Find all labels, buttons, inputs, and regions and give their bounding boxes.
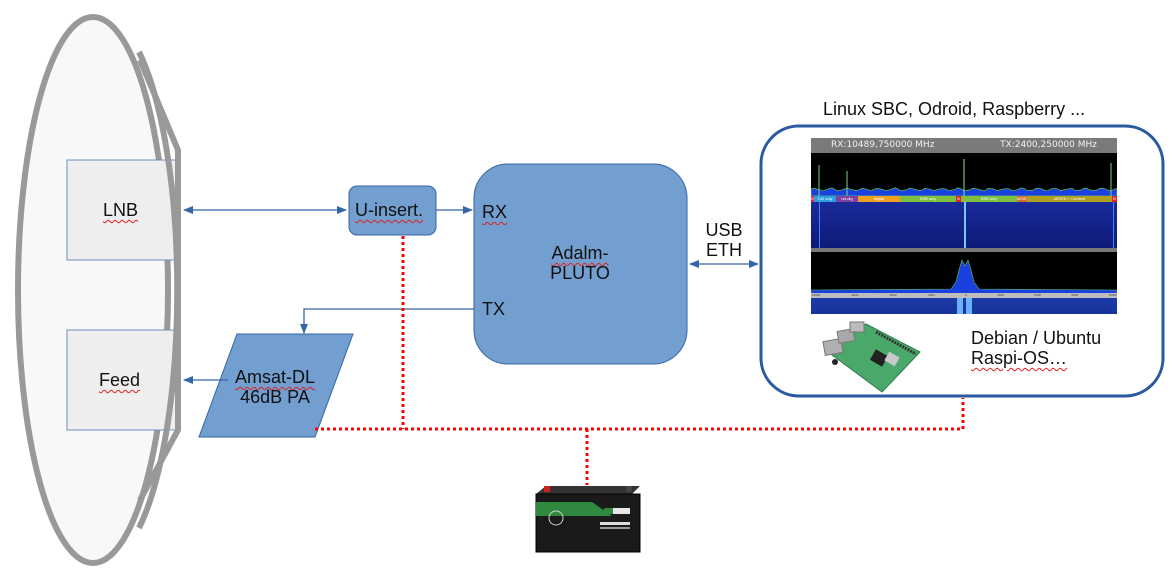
rx-frequency: RX:10489,750000 MHz	[831, 140, 935, 150]
sbc-caption: Linux SBC, Odroid, Raspberry ...	[823, 99, 1086, 119]
waterfall-zoom	[811, 298, 1117, 314]
frequency-axis: -10000 -8000 -6000 -4000 0 4000 6000 8000 10000	[811, 293, 1117, 298]
dish-antenna	[15, 14, 181, 566]
band-segment: MIXED + Contest	[1027, 196, 1112, 202]
spectrum-zoom	[811, 252, 1117, 294]
pa-block	[198, 333, 354, 438]
axis-tick: 10000	[1108, 293, 1117, 297]
pluto-name-line2: PLUTO	[550, 263, 610, 283]
power-wiring	[315, 236, 965, 485]
link-usb-label: USB	[705, 220, 743, 240]
band-segment: MIXED	[1017, 196, 1027, 202]
axis-tick: -4000	[927, 293, 935, 297]
band-segment: SSB only	[961, 196, 1017, 202]
axis-tick: -6000	[888, 293, 897, 297]
link-eth-label: ETH	[706, 240, 742, 260]
pa-label-line2: 46dB PA	[240, 387, 310, 407]
sbc-os-line2: Raspi-OS…	[971, 348, 1068, 368]
band-segment: B	[811, 196, 814, 202]
lnb-label: LNB	[103, 200, 139, 220]
band-segment: SSB only	[900, 196, 956, 202]
band-segment: B	[956, 196, 961, 202]
screen-separator	[811, 248, 1117, 252]
band-segment: nrt-dig	[836, 196, 858, 202]
dish-reflector	[15, 14, 171, 566]
pluto-tx-label: TX	[482, 299, 506, 319]
pluto-rx-label: RX	[482, 202, 508, 222]
axis-tick: -10000	[811, 293, 821, 297]
sbc-os-label: Debian / Ubuntu Raspi-OS…	[971, 328, 1101, 368]
axis-tick: 6000	[1034, 293, 1042, 297]
axis-tick: -8000	[850, 293, 859, 297]
pluto-name-line1: Adalm-	[551, 243, 609, 263]
sdr-screenshot: RX:10489,750000 MHz TX:2400,250000 MHz B…	[811, 138, 1117, 314]
link-label: USB ETH	[700, 220, 748, 260]
dish-rim-front	[136, 50, 181, 530]
u-insert-label: U-insert.	[355, 200, 424, 220]
axis-tick: 0	[965, 293, 967, 297]
pluto-name: Adalm- PLUTO	[540, 243, 620, 283]
feed-box	[66, 329, 181, 431]
pa-label: Amsat-DL 46dB PA	[220, 367, 330, 407]
sdr-header: RX:10489,750000 MHz TX:2400,250000 MHz	[811, 138, 1117, 153]
spectrum-top	[811, 159, 1117, 196]
sbc-os-line1: Debian / Ubuntu	[971, 328, 1102, 348]
band-segment: CW only	[814, 196, 836, 202]
band-segment: B	[1112, 196, 1117, 202]
waterfall-top	[811, 202, 1117, 248]
band-segment: digital	[858, 196, 900, 202]
raspberry-pi-board-icon	[822, 321, 921, 393]
pluto-block	[473, 163, 688, 365]
tx-pa-arrow	[300, 308, 474, 334]
lnb-box	[66, 159, 181, 261]
axis-tick: 4000	[997, 293, 1004, 297]
feed-label: Feed	[99, 370, 141, 390]
battery-icon	[535, 486, 641, 553]
pa-label-line1: Amsat-DL	[234, 367, 315, 387]
tx-frequency: TX:2400,250000 MHz	[1000, 140, 1097, 150]
axis-tick: 8000	[1071, 293, 1079, 297]
